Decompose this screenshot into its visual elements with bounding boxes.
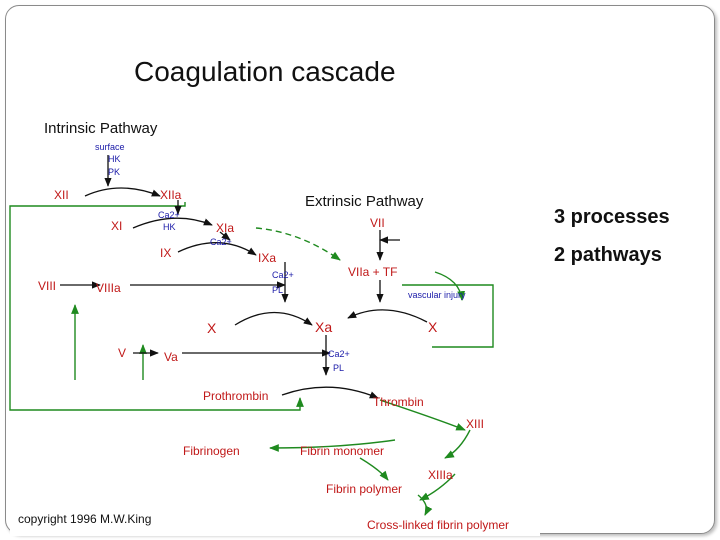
factor-xiiia: XIIIa [428, 468, 453, 482]
extrinsic-x-xa-arrow [347, 309, 428, 323]
diagram-background [10, 113, 540, 536]
factor-x-left: X [207, 320, 217, 336]
hk-label-2: HK [163, 222, 176, 232]
hk-label: HK [108, 154, 121, 164]
factor-xa: Xa [315, 319, 332, 335]
xiiia-crosslink-arrow [419, 473, 456, 501]
surface-label: surface [95, 142, 125, 152]
extrinsic-title: Extrinsic Pathway [305, 193, 424, 210]
pl-label-2: PL [333, 363, 344, 373]
ca2-label-1: Ca2+ [158, 210, 180, 220]
bullet-processes: 3 processes [554, 206, 670, 228]
crosslinked-fibrin-label: Cross-linked fibrin polymer [367, 518, 509, 532]
factor-ixa: IXa [258, 251, 276, 265]
pk-label: PK [108, 167, 120, 177]
factor-xii: XII [54, 188, 69, 202]
factor-vii: VII [370, 216, 385, 230]
xi-xia-arrow [132, 217, 213, 229]
pl-label-1: PL [272, 285, 283, 295]
copyright-label: copyright 1996 M.W.King [18, 512, 151, 526]
factor-ix: IX [160, 246, 171, 260]
dashed-ixa-viia-arrow [255, 227, 341, 261]
factor-x-right: X [428, 319, 438, 335]
ca2-label-4: Ca2+ [328, 349, 350, 359]
x-xa-arrow [234, 311, 313, 326]
vascular-injury-arrow [434, 271, 466, 301]
xii-xiia-arrow [84, 187, 161, 197]
factor-viii: VIII [38, 279, 56, 293]
intrinsic-title: Intrinsic Pathway [44, 120, 158, 137]
factor-viiia: VIIIa [96, 281, 121, 295]
thrombin-label: Thrombin [373, 395, 424, 409]
prothrombin-label: Prothrombin [203, 389, 268, 403]
ix-ixa-arrow [177, 242, 257, 256]
extrinsic-x-line [402, 284, 494, 348]
factor-xi: XI [111, 219, 122, 233]
fibrin-polymer-label: Fibrin polymer [326, 482, 402, 496]
bullet-pathways: 2 pathways [554, 244, 662, 266]
thrombin-xiii-arrow [379, 399, 466, 431]
vascular-injury-label: vascular injury [408, 290, 466, 300]
factor-va: Va [164, 350, 178, 364]
fibrinogen-label: Fibrinogen [183, 444, 240, 458]
ca2-label-3: Ca2+ [272, 270, 294, 280]
factor-xiii: XIII [466, 417, 484, 431]
xia-catalyst-arrow [219, 231, 231, 241]
monomer-polymer-arrow [359, 457, 389, 481]
factor-viia-tf: VIIa + TF [348, 265, 397, 279]
factor-v: V [118, 346, 126, 360]
ca2-label-2: Ca2+ [210, 237, 232, 247]
fibrinogen-monomer-arrow [269, 439, 396, 452]
xiii-xiiia-arrow [444, 429, 471, 459]
fibrin-monomer-label: Fibrin monomer [300, 444, 384, 458]
factor-xiia: XIIa [160, 188, 182, 202]
slide-title: Coagulation cascade [134, 56, 396, 87]
prothrombin-thrombin-arrow [281, 386, 379, 399]
factor-xia: XIa [216, 221, 234, 235]
thrombin-feedback-line [9, 202, 304, 411]
